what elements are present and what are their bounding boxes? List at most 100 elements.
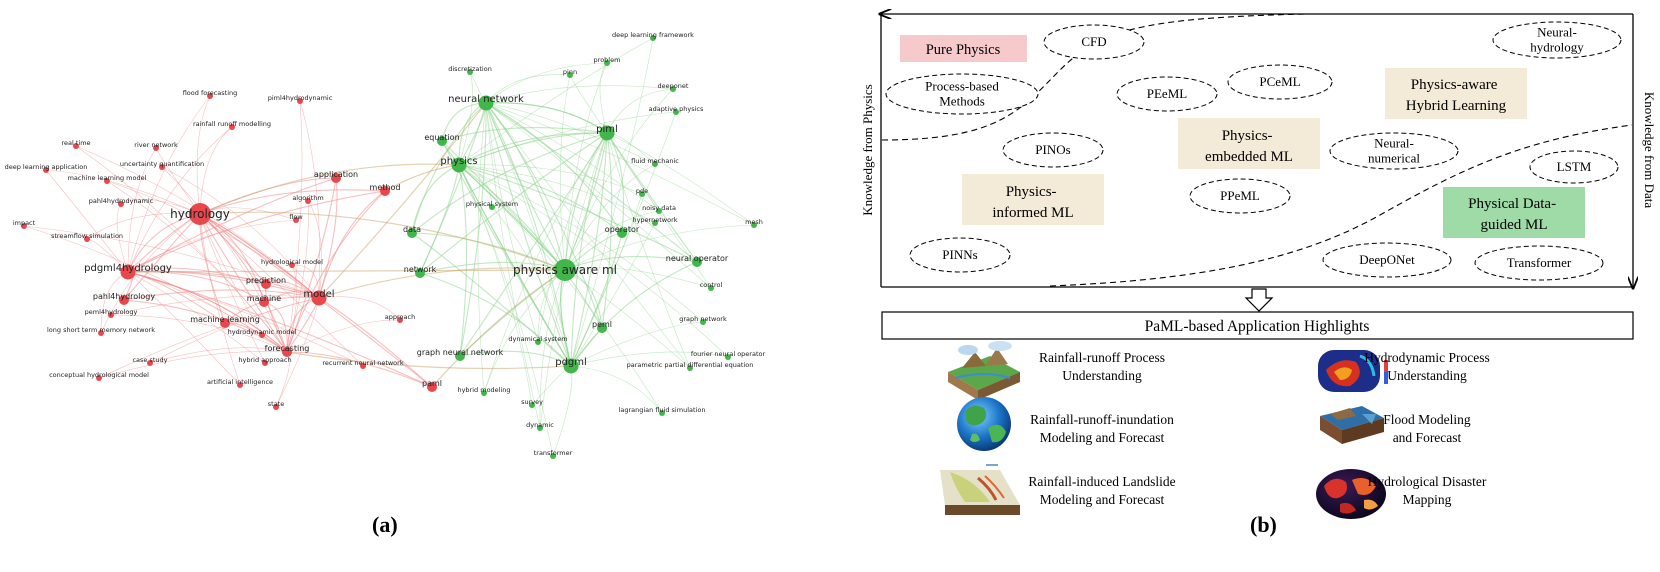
- green-cluster-node-label: control: [700, 281, 723, 289]
- green-cluster-node: [650, 35, 656, 41]
- red-cluster-node-label: peml4hydrology: [85, 308, 138, 316]
- red-cluster-node: [397, 317, 403, 323]
- green-cluster-node: [673, 109, 679, 115]
- red-cluster-node: [293, 217, 299, 223]
- keyword-cooccurrence-network: hydrologypdgml4hydrologymodelforecasting…: [5, 31, 765, 459]
- red-cluster-node-label: real time: [61, 139, 90, 147]
- green-cluster-node-label: data: [403, 225, 421, 234]
- knowledge-from-physics-label: Knowledge from Physics: [860, 84, 875, 215]
- network-edges: [23, 37, 755, 457]
- red-cluster-node-label: impact: [13, 219, 36, 227]
- physics-embedded-label: Physics- embedded ML: [1205, 128, 1293, 165]
- red-cluster-node: [153, 145, 159, 151]
- green-cluster-node-label: physical system: [466, 200, 518, 208]
- process-based-ellipse: [885, 73, 1039, 115]
- red-cluster-node-label: artificial intelligence: [207, 378, 273, 386]
- green-cluster-node-label: neural network: [448, 94, 524, 105]
- green-cluster-node: [599, 125, 615, 141]
- physics-informed-label: Physics- informed ML: [992, 184, 1073, 221]
- red-cluster-node-label: piml4hydrodynamic: [268, 94, 333, 102]
- green-cluster-node: [537, 425, 543, 431]
- pceml-label: PCeML: [1259, 74, 1300, 89]
- green-cluster-node: [652, 220, 658, 226]
- green-cluster-node: [617, 228, 627, 238]
- landslide-slope-icon: [940, 464, 1020, 515]
- green-cluster-node: [597, 323, 607, 333]
- red-cluster-node: [261, 279, 271, 289]
- pinos-ellipse: [1002, 132, 1104, 168]
- deeponet-label: DeepONet: [1359, 252, 1415, 267]
- green-cluster-node-label: deeponet: [658, 82, 689, 90]
- red-cluster-node: [96, 375, 102, 381]
- green-cluster-node-label: graph neural network: [417, 348, 504, 357]
- red-cluster-node: [311, 290, 327, 306]
- rainfall-runoff-terrain-icon: [948, 341, 1020, 400]
- green-cluster-node: [567, 72, 573, 78]
- cfd-label: CFD: [1081, 34, 1106, 49]
- ppeml-ellipse: [1189, 178, 1291, 214]
- red-cluster-node-label: deep learning application: [5, 163, 88, 171]
- red-cluster-node-label: streamflow simulation: [51, 232, 123, 240]
- red-cluster-node: [427, 382, 437, 392]
- green-cluster-node: [489, 204, 495, 210]
- lstm-label: LSTM: [1557, 159, 1592, 174]
- physics-embedded-box: [1178, 118, 1320, 169]
- red-cluster-node: [331, 173, 341, 183]
- green-cluster-node-label: adaptive physics: [649, 105, 704, 113]
- red-cluster-node: [159, 164, 165, 170]
- red-cluster-node-label: long short term memory network: [47, 326, 155, 334]
- red-cluster-node-label: method: [370, 183, 401, 192]
- physics-aware-box: [1385, 68, 1527, 119]
- green-cluster-node: [437, 136, 447, 146]
- physics-informed-box: [962, 174, 1104, 225]
- red-cluster-node-label: prediction: [246, 276, 286, 285]
- green-cluster-node: [415, 268, 425, 278]
- green-cluster-node: [550, 453, 556, 459]
- red-cluster-node-label: machine: [247, 294, 281, 303]
- red-cluster-node: [119, 295, 129, 305]
- green-cluster-node: [708, 285, 714, 291]
- red-cluster-node-label: rainfall runoff modelling: [193, 120, 271, 128]
- green-cluster-node-label: neural operator: [666, 254, 729, 263]
- green-cluster-node-label: dynamical system: [508, 335, 567, 343]
- green-cluster-node-label: hybrid modeling: [457, 386, 510, 394]
- green-cluster-node: [652, 161, 658, 167]
- red-cluster-node-label: pahl4hydrodynamic: [89, 197, 154, 205]
- green-cluster-node-label: parametric partial differential equation: [627, 361, 754, 369]
- neural-hydrology-label: Neural-hydrology: [1530, 25, 1584, 55]
- data-boundary-curve: [1049, 124, 1633, 287]
- red-cluster-node: [73, 143, 79, 149]
- highlights-title-box: [881, 311, 1634, 340]
- green-cluster-node: [659, 410, 665, 416]
- panel-b-caption: (b): [1250, 512, 1277, 537]
- green-cluster-node-label: problem: [594, 56, 621, 64]
- green-cluster-node: [692, 257, 702, 267]
- red-cluster-node-label: conceptual hydrological model: [49, 371, 149, 379]
- green-cluster-node: [481, 390, 487, 396]
- red-cluster-node: [273, 404, 279, 410]
- green-cluster-node-label: mesh: [745, 218, 763, 226]
- pinns-label: PINNs: [942, 247, 977, 262]
- red-cluster-node: [120, 264, 136, 280]
- red-cluster-node-label: pdgml4hydrology: [84, 263, 172, 274]
- red-cluster-node: [259, 297, 269, 307]
- red-cluster-node: [84, 236, 90, 242]
- peeml-label: PEeML: [1147, 86, 1188, 101]
- green-cluster-node-label: pdgml: [555, 357, 587, 368]
- red-cluster-node-label: river network: [134, 141, 178, 149]
- physics-boundary-curve: [881, 13, 1306, 141]
- green-cluster-node-label: graph network: [679, 315, 727, 323]
- panel-a-caption: (a): [372, 512, 398, 537]
- green-cluster-node-label: piml: [596, 124, 618, 135]
- pinos-label: PINOs: [1035, 142, 1070, 157]
- red-cluster-node: [207, 93, 213, 99]
- red-cluster-node: [220, 318, 230, 328]
- green-cluster-node: [604, 60, 610, 66]
- knowledge-from-data-label: Knowledge from Data: [1642, 92, 1657, 208]
- red-cluster-node: [360, 363, 366, 369]
